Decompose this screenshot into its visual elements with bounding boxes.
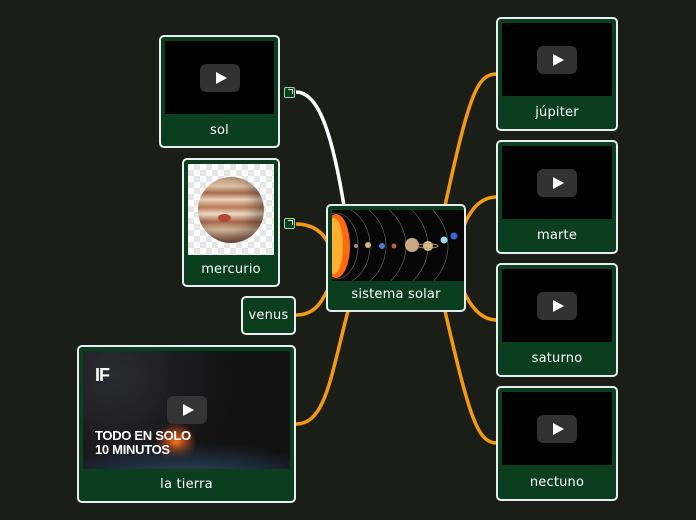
- connector-la-tierra: [295, 310, 350, 426]
- planet-graphic: [198, 176, 264, 243]
- play-icon[interactable]: [199, 63, 240, 92]
- video-player[interactable]: [502, 146, 612, 219]
- connector-sol: [295, 90, 346, 207]
- video-player[interactable]: [502, 392, 612, 465]
- connector-mercurio: [295, 222, 332, 249]
- connector-jupiter: [443, 72, 498, 207]
- play-icon[interactable]: [537, 45, 577, 74]
- node-sol[interactable]: sol: [159, 35, 280, 148]
- node-nectuno[interactable]: nectuno: [496, 386, 618, 501]
- node-label: saturno: [531, 351, 583, 366]
- node-marte[interactable]: marte: [496, 140, 618, 254]
- node-la-tierra[interactable]: IF TODO EN SOLO 10 MINUTOS la tierra: [77, 345, 296, 503]
- connector-saturno: [461, 289, 498, 322]
- thumbnail-line-1: TODO EN SOLO: [95, 428, 191, 443]
- external-link-icon[interactable]: [284, 87, 295, 98]
- node-label: sol: [210, 122, 229, 138]
- thumbnail-title: TODO EN SOLO 10 MINUTOS: [95, 429, 191, 457]
- node-label: venus: [248, 308, 289, 323]
- play-icon[interactable]: [537, 168, 577, 197]
- solar-system-image: [332, 210, 464, 281]
- connector-marte: [461, 195, 498, 229]
- play-icon[interactable]: [537, 291, 577, 320]
- thumbnail-line-2: 10 MINUTOS: [95, 442, 170, 457]
- node-saturno[interactable]: saturno: [496, 263, 618, 377]
- node-jupiter[interactable]: júpiter: [496, 17, 618, 131]
- video-player[interactable]: [502, 23, 612, 96]
- connector-nectuno: [443, 310, 498, 445]
- video-player[interactable]: [502, 269, 612, 342]
- node-label: nectuno: [529, 474, 585, 490]
- play-icon[interactable]: [537, 414, 577, 443]
- node-sistema-solar[interactable]: sistema solar: [326, 204, 466, 312]
- node-label: mercurio: [201, 261, 261, 277]
- video-player[interactable]: [165, 41, 274, 114]
- node-label: sistema solar: [351, 287, 441, 302]
- node-label: júpiter: [535, 105, 579, 120]
- video-thumbnail[interactable]: IF TODO EN SOLO 10 MINUTOS: [83, 351, 290, 469]
- node-mercurio[interactable]: mercurio: [182, 158, 280, 287]
- channel-logo: IF: [95, 365, 110, 385]
- node-label: marte: [536, 228, 578, 243]
- node-label: la tierra: [160, 476, 213, 492]
- planet-image: [188, 164, 274, 255]
- node-venus[interactable]: venus: [241, 296, 296, 335]
- solar-system-graphic: [332, 210, 464, 281]
- external-link-icon[interactable]: [284, 218, 295, 229]
- play-icon[interactable]: [166, 396, 207, 424]
- connector-venus: [295, 284, 332, 317]
